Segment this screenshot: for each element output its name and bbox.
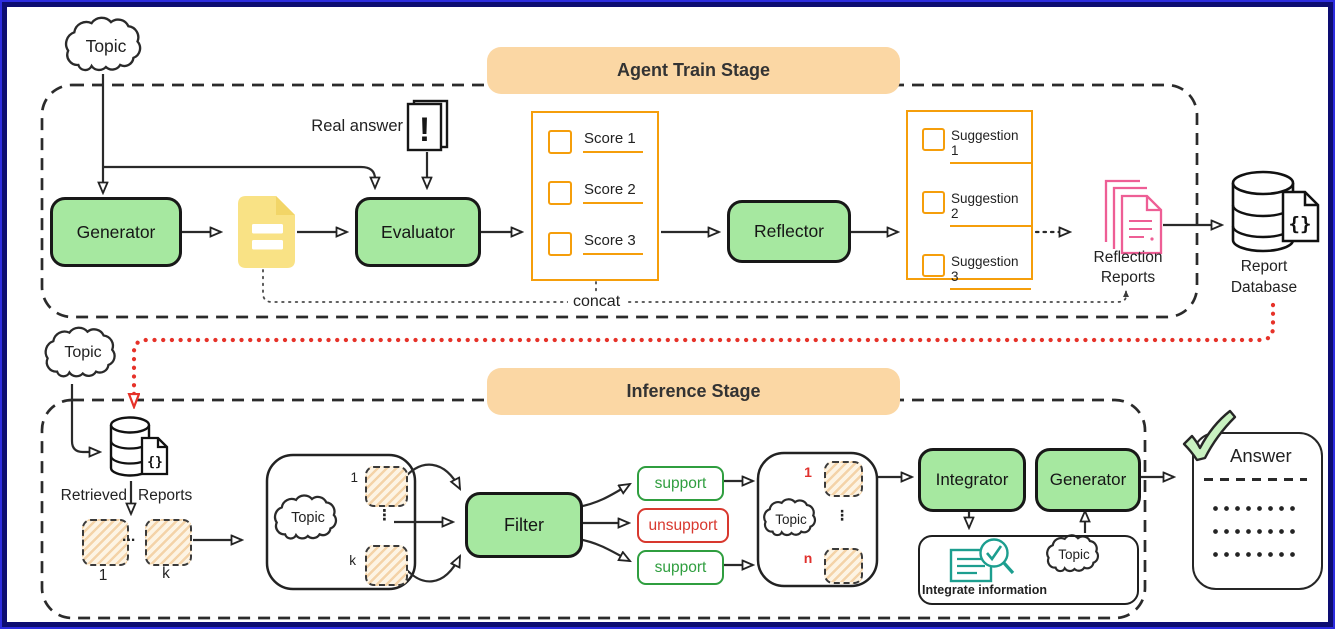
topic-cloud-train: [64, 16, 142, 72]
arrow-topic-to-evaluator: [103, 165, 375, 188]
reflection-reports-icon: [1104, 179, 1163, 255]
topic-cloud-integratebox: [1046, 534, 1100, 573]
inference-arrows: [70, 384, 1174, 583]
inference-stage-border: [40, 398, 1147, 620]
arrow-filter-to-support-top: [577, 484, 630, 509]
report-database-icon: {}: [1231, 170, 1320, 253]
topic-cloud-contextbox: [273, 494, 338, 540]
integrate-information-icon: [949, 538, 1015, 583]
arrow-filter-to-support-bottom: [577, 537, 630, 561]
concat-lines: [262, 269, 1129, 303]
arrow-topic-to-retrieveddb: [70, 384, 100, 452]
braces-glyph-small: {}: [147, 455, 163, 470]
topic-cloud-inference: [44, 326, 116, 378]
topic-clouds: [44, 16, 1100, 573]
concat-dotted-line: [262, 269, 1129, 303]
real-answer-icon: !: [406, 99, 449, 152]
train-stage-border: [40, 83, 1199, 319]
train-arrows: [103, 74, 1222, 232]
exclamation-glyph: !: [419, 111, 430, 149]
braces-glyph: {}: [1289, 213, 1312, 235]
retrieved-database-icon: {}: [109, 416, 169, 477]
topic-cloud-filteredbox: [763, 498, 817, 537]
generated-doc-icon: [238, 196, 295, 268]
red-flow-database-to-retrieval: [134, 302, 1276, 396]
